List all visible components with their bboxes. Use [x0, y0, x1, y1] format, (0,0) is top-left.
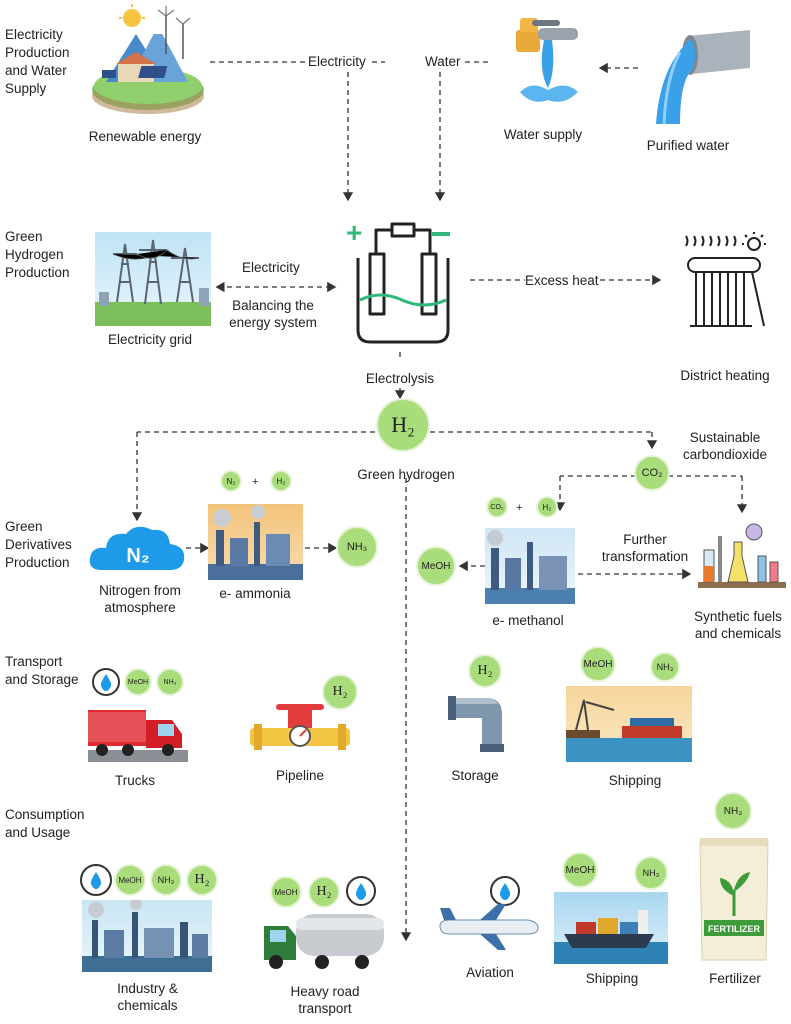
e-ammonia-plant-image	[208, 504, 303, 580]
storage-icon	[448, 696, 504, 752]
fuel-drop-bubble-trucks	[92, 668, 120, 696]
meoh-bubble: MeOH	[416, 546, 456, 586]
section-production: Electricity Production and Water Supply	[5, 27, 70, 96]
electricity-grid-arrow-label: Electricity	[242, 260, 300, 275]
shipping-usage-image	[554, 892, 668, 964]
pipeline-label: Pipeline	[275, 768, 325, 783]
fertilizer-label: Fertilizer	[709, 971, 761, 986]
renewable-label: Renewable energy	[88, 129, 202, 144]
synthetic-fuels-icon	[698, 523, 786, 588]
water-drop-icon	[90, 872, 102, 889]
industry-image	[82, 900, 212, 972]
fuel-drop-bubble-road	[346, 876, 376, 906]
water-drop-icon	[499, 883, 511, 900]
h2-small-bubble-ammonia: H₂	[270, 470, 292, 492]
district-heating-label: District heating	[680, 368, 770, 383]
water-label: Water	[425, 54, 461, 69]
pipeline-icon	[250, 704, 350, 750]
meoh-bubble-road: MeOH	[270, 876, 302, 908]
plus-ammonia: +	[252, 476, 259, 488]
district-heating-icon	[685, 232, 766, 327]
meoh-shipping-bubble: MeOH	[580, 646, 616, 682]
meoh-bubble-shipping-cu: MeOH	[562, 852, 598, 888]
nh3-bubble-fertilizer: NH₃	[714, 792, 752, 830]
n2-text: N₂	[126, 545, 149, 567]
nh3-bubble-industry: NH₃	[150, 864, 182, 896]
section-green-hydrogen: Green Hydrogen Production	[5, 229, 70, 280]
green-hydrogen-label: Green hydrogen	[357, 467, 455, 482]
shipping-ts-label: Shipping	[608, 773, 662, 788]
meoh-bubble-trucks: MeOH	[124, 668, 152, 696]
e-ammonia-label: e- ammonia	[219, 586, 291, 601]
further-transformation-label: Further transformation	[601, 532, 689, 564]
tanker-truck-icon	[264, 914, 384, 969]
nh3-ammonia-bubble: NH₃	[336, 526, 378, 568]
co2-small-bubble: CO₂	[486, 496, 508, 518]
electricity-grid-label: Electricity grid	[108, 332, 193, 347]
section-transport: Transport and Storage	[5, 654, 79, 687]
trucks-label: Trucks	[115, 773, 155, 788]
electricity-grid-image	[95, 232, 211, 326]
h2-small-bubble-methanol: H₂	[536, 496, 558, 518]
water-tap-icon	[516, 18, 578, 102]
water-drop-icon	[100, 674, 112, 691]
h2-bubble-road: H₂	[308, 876, 340, 908]
e-methanol-label: e- methanol	[492, 613, 564, 628]
industry-label: Industry & chemicals	[117, 981, 178, 1013]
section-derivatives: Green Derivatives Production	[5, 519, 72, 570]
nh3-bubble-shipping-cu: NH₃	[634, 856, 668, 890]
nitrogen-label: Nitrogen from atmosphere	[99, 583, 181, 615]
electricity-top-label: Electricity	[308, 54, 366, 69]
section-consumption: Consumption and Usage	[5, 807, 85, 840]
water-supply-label: Water supply	[503, 127, 583, 142]
renewable-energy-icon	[92, 4, 204, 114]
sustainable-co2-label: Sustainable carbondioxide	[682, 430, 768, 462]
airplane-icon	[439, 904, 539, 950]
fuel-drop-bubble-industry	[80, 864, 112, 896]
plus-methanol: +	[516, 502, 523, 514]
nh3-shipping-bubble: NH₃	[650, 652, 680, 682]
shipping-port-image	[566, 686, 692, 762]
co2-bubble: CO₂	[634, 455, 670, 491]
fuel-drop-bubble-aviation	[490, 876, 520, 906]
storage-label: Storage	[451, 768, 499, 783]
shipping-cu-label: Shipping	[585, 971, 639, 986]
excess-heat-label: Excess heat	[525, 273, 599, 288]
truck-icon	[88, 710, 188, 762]
heavy-road-label: Heavy road transport	[290, 984, 360, 1016]
electrolysis-label: Electrolysis	[365, 371, 435, 386]
nitrogen-cloud-icon: N₂	[89, 526, 185, 570]
water-drop-icon	[355, 883, 367, 900]
n2-small-bubble: N₂	[220, 470, 242, 492]
meoh-bubble-industry: MeOH	[114, 864, 146, 896]
h2-bubble-industry: H₂	[186, 864, 218, 896]
minus-sign	[432, 232, 450, 236]
h2-pipeline-bubble: H₂	[322, 674, 358, 710]
fertilizer-bag-text: FERTILIZER	[708, 924, 760, 934]
synthetic-fuels-label: Synthetic fuels and chemicals	[694, 609, 782, 641]
plus-sign: +	[346, 217, 362, 248]
h2-main-bubble: H₂	[376, 398, 430, 452]
balancing-label: Balancing the energy system	[229, 298, 317, 330]
nh3-bubble-trucks: NH₃	[156, 668, 184, 696]
electrolyzer-icon: +	[346, 217, 450, 344]
aviation-label: Aviation	[466, 965, 514, 980]
h2-storage-bubble: H₂	[468, 654, 502, 688]
purified-water-label: Purified water	[646, 138, 730, 153]
e-methanol-plant-image	[485, 528, 575, 604]
purified-water-icon	[656, 30, 750, 125]
fertilizer-bag-icon: FERTILIZER	[699, 838, 769, 961]
